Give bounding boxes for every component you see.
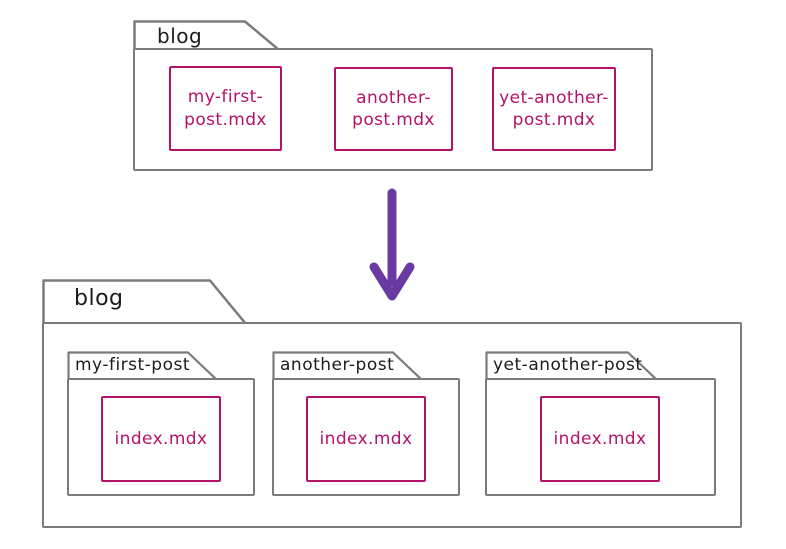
folder-tab bbox=[485, 351, 658, 380]
file-box-another-post-mdx: another- post.mdx bbox=[334, 67, 453, 151]
after-blog-folder: blog my-first-post index.mdx another-pos… bbox=[42, 279, 742, 528]
subfolder-yet-another-post: yet-another-post index.mdx bbox=[485, 351, 716, 497]
file-box-yet-another-post-mdx: yet-another- post.mdx bbox=[492, 67, 616, 151]
file-label: index.mdx bbox=[553, 428, 647, 449]
file-label: another- post.mdx bbox=[352, 87, 435, 130]
folder-tab bbox=[133, 20, 280, 50]
file-label: index.mdx bbox=[114, 428, 208, 449]
folder-tab-label: yet-another-post bbox=[493, 355, 643, 375]
folder-tab-label: my-first-post bbox=[75, 355, 191, 375]
folder-tab bbox=[42, 279, 247, 324]
file-box-index-mdx: index.mdx bbox=[540, 396, 660, 482]
file-label: index.mdx bbox=[319, 428, 413, 449]
folder-tab bbox=[67, 351, 218, 380]
subfolder-my-first-post: my-first-post index.mdx bbox=[67, 351, 255, 497]
arrow-down-icon bbox=[369, 188, 415, 301]
file-box-index-mdx: index.mdx bbox=[306, 396, 426, 482]
file-box-my-first-post-mdx: my-first- post.mdx bbox=[169, 66, 282, 151]
file-label: my-first- post.mdx bbox=[184, 87, 267, 130]
file-label: yet-another- post.mdx bbox=[499, 87, 609, 130]
folder-tab-label: blog bbox=[74, 286, 124, 311]
folder-tab-label: blog bbox=[157, 24, 203, 48]
folder-tab bbox=[272, 351, 423, 380]
subfolder-another-post: another-post index.mdx bbox=[272, 351, 460, 497]
before-blog-folder: blog my-first- post.mdx another- post.md… bbox=[133, 20, 653, 171]
folder-tab-label: another-post bbox=[280, 355, 395, 375]
file-box-index-mdx: index.mdx bbox=[101, 396, 221, 482]
